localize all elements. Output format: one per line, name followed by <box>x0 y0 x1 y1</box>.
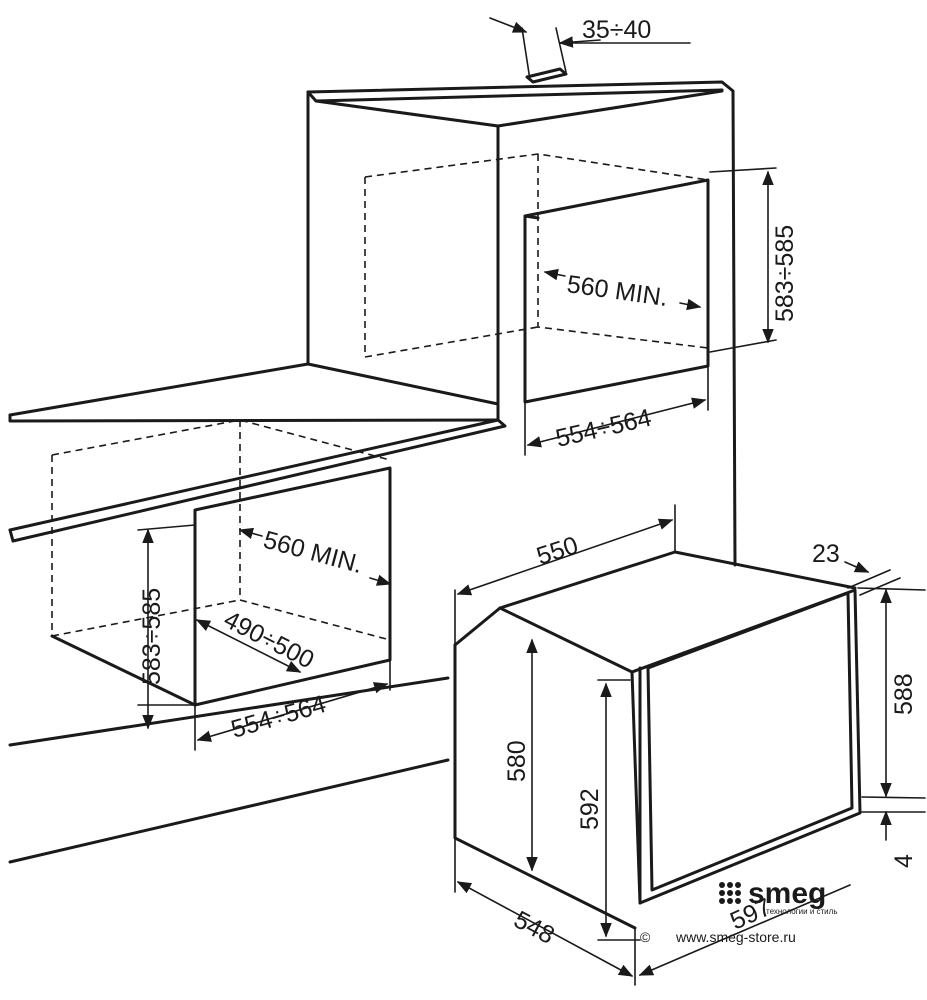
label-upper-width: 554÷564 <box>553 404 654 453</box>
brand-logo-text: smeg <box>748 877 826 910</box>
label-top-gap: 35÷40 <box>582 16 651 44</box>
label-oven-body-height: 580 <box>503 740 531 782</box>
label-oven-width: 550 <box>533 531 581 571</box>
label-oven-depth: 548 <box>509 906 559 950</box>
brand-tagline: технологии и стиль <box>766 907 837 916</box>
label-lower-width: 554÷564 <box>228 690 329 744</box>
label-upper-depth: 560 MIN. <box>565 270 669 312</box>
label-oven-front-height: 592 <box>576 788 604 830</box>
label-oven-outer-height: 588 <box>890 673 918 715</box>
website-url: www.smeg-store.ru <box>675 929 796 945</box>
label-lower-depth: 560 MIN. <box>260 526 365 579</box>
brand-logo: smeg технологии и стиль <box>719 877 837 916</box>
lower-niche <box>50 419 392 707</box>
floor-lines <box>8 676 450 864</box>
copyright-symbol: © <box>640 929 651 945</box>
label-oven-bottom: 4 <box>890 854 918 868</box>
dots-icon <box>719 882 741 904</box>
label-upper-height: 583÷585 <box>771 225 799 322</box>
label-lower-inner: 490÷500 <box>219 605 318 674</box>
countertop <box>8 362 507 543</box>
upper-niche <box>364 153 710 404</box>
column-cabinet <box>306 67 737 567</box>
oven-body <box>453 550 862 930</box>
label-lower-height: 583÷585 <box>138 588 166 685</box>
dimension-lines <box>137 17 926 986</box>
label-oven-panel: 23 <box>812 540 840 568</box>
